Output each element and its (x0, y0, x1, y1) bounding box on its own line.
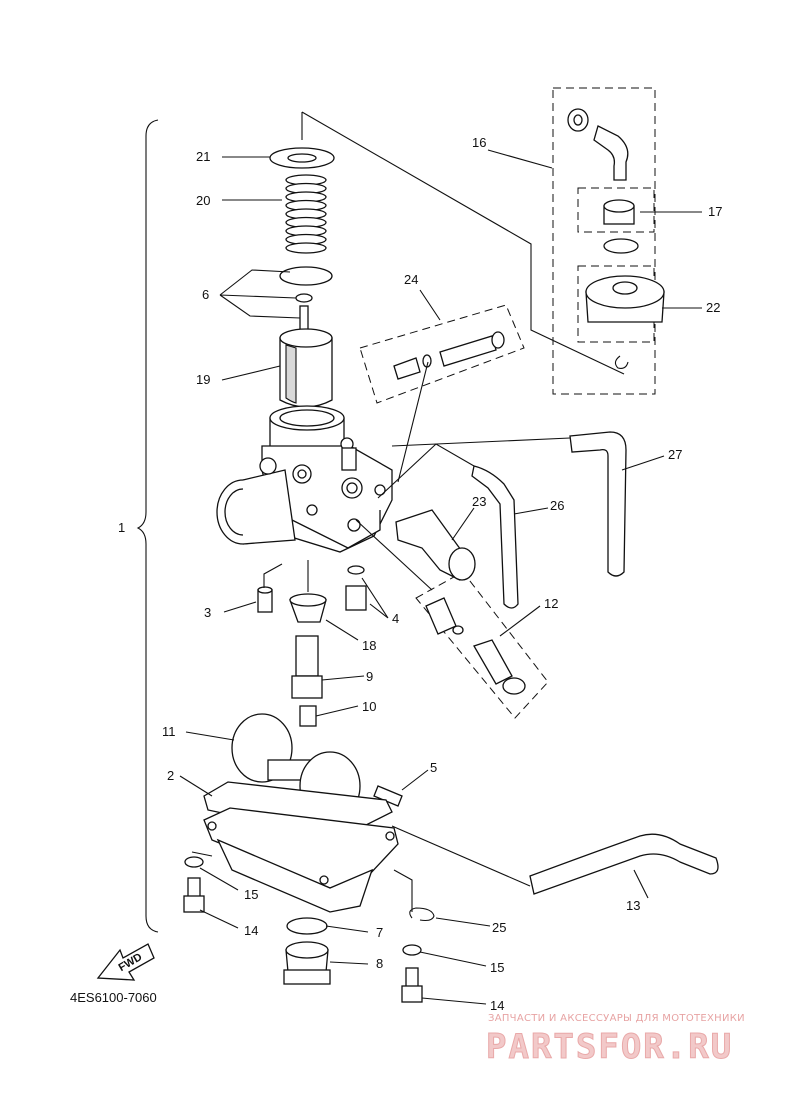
part-3-pilot-jet (257, 586, 273, 613)
part-26-tube (471, 465, 519, 609)
callout-14-left: 14 (244, 923, 258, 938)
leader-3 (263, 563, 283, 588)
callout-5: 5 (430, 760, 437, 775)
part-23-starter-plunger (395, 509, 476, 581)
carburetor-body (216, 405, 393, 553)
callout-25: 25 (492, 920, 506, 935)
callout-20: 20 (196, 193, 210, 208)
leader-15a (191, 851, 213, 857)
leader-12 (355, 519, 433, 591)
kit-12-outline (415, 571, 549, 719)
part-27-hose (569, 431, 627, 577)
callout-4: 4 (392, 611, 399, 626)
callout-7: 7 (376, 925, 383, 940)
callout-3: 3 (204, 605, 211, 620)
leader-13 (391, 825, 531, 887)
float-chamber (203, 807, 399, 913)
callout-17: 17 (708, 204, 722, 219)
part-25-clip (409, 907, 435, 922)
callout-2: 2 (167, 768, 174, 783)
callout-27: 27 (668, 447, 682, 462)
part-19-throttle-valve (279, 328, 333, 408)
callout-12: 12 (544, 596, 558, 611)
part-14-bolt-left (183, 877, 205, 913)
callout-leaders (179, 149, 702, 1005)
diagram-code: 4ES6100-7060 (70, 990, 157, 1005)
watermark-brand: PARTSFOR.RU (486, 1027, 733, 1067)
part-17-washer (603, 238, 639, 254)
part-22-clip (614, 355, 629, 369)
callout-9: 9 (366, 669, 373, 684)
part-17-cap (603, 199, 635, 225)
watermark-tagline: ЗАПЧАСТИ И АКСЕССУАРЫ ДЛЯ МОТОТЕХНИКИ (488, 1013, 745, 1024)
callout-8: 8 (376, 956, 383, 971)
callout-10: 10 (362, 699, 376, 714)
callout-labels: 1 2 3 4 5 6 7 8 9 10 11 12 13 14 14 15 1… (118, 135, 722, 1013)
part-6-plate (279, 266, 333, 333)
callout-19: 19 (196, 372, 210, 387)
leader-24 (397, 361, 429, 483)
callout-15-right: 15 (490, 960, 504, 975)
callout-21: 21 (196, 149, 210, 164)
kit-16-outline (552, 87, 656, 395)
callout-23: 23 (472, 494, 486, 509)
part-12-throttle-stop-screw (425, 597, 526, 695)
part-9-needle-jet (291, 635, 323, 699)
assembly-bracket (136, 119, 159, 933)
callout-26: 26 (550, 498, 564, 513)
part-16-fitting (567, 108, 629, 181)
part-5-pin (373, 785, 403, 807)
callout-18: 18 (362, 638, 376, 653)
kit-24-outline (359, 304, 525, 404)
callout-11: 11 (162, 724, 176, 739)
part-21-washer (269, 147, 335, 169)
callout-13: 13 (626, 898, 640, 913)
part-14-bolt-right (401, 967, 423, 1003)
part-15-washer-left (184, 856, 204, 868)
part-20-spring (285, 174, 327, 254)
part-18-jet-holder (289, 593, 327, 623)
spring-coil (285, 242, 327, 254)
leader-27 (391, 437, 571, 447)
part-13-hose (529, 833, 719, 895)
callout-14-right: 14 (490, 998, 504, 1013)
callout-15-left: 15 (244, 887, 258, 902)
part-7-o-ring (286, 917, 328, 935)
part-8-drain-plug (283, 941, 331, 985)
callout-6: 6 (202, 287, 209, 302)
callout-22: 22 (706, 300, 720, 315)
callout-1: 1 (118, 520, 125, 535)
leader-25 (393, 869, 413, 912)
fwd-arrow-icon (96, 943, 155, 981)
callout-24: 24 (404, 272, 418, 287)
callout-16: 16 (472, 135, 486, 150)
part-15-washer-right (402, 944, 422, 956)
part-22-top-cap (585, 275, 665, 323)
leader-21-22 (301, 111, 625, 375)
part-4-screw (345, 565, 367, 611)
part-10-main-jet (299, 705, 317, 727)
part-24-pilot-screw (393, 331, 505, 380)
